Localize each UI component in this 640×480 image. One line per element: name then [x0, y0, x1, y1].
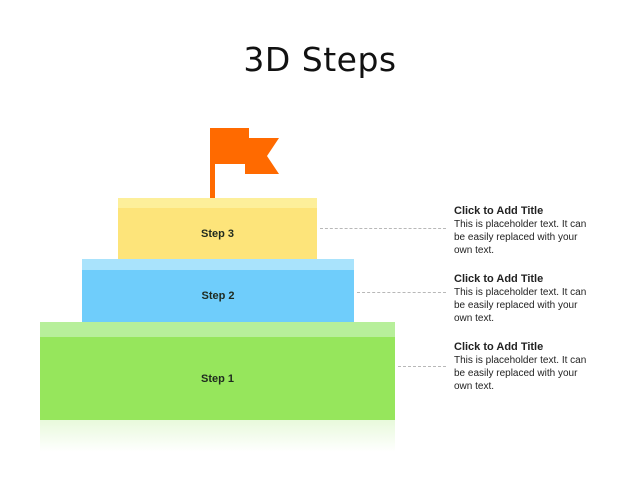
connector-step-2: [357, 292, 446, 293]
callout-step-1-title[interactable]: Click to Add Title: [454, 341, 544, 353]
callout-step-1-line-2: be easily replaced with your: [454, 368, 578, 379]
callout-step-1[interactable]: Click to Add Title This is placeholder t…: [454, 340, 604, 393]
callout-step-1-body[interactable]: This is placeholder text. It can be easi…: [454, 354, 604, 393]
step-1-front-face: Step 1: [40, 337, 395, 420]
step-1-label: Step 1: [200, 372, 234, 385]
step-2-front-face: Step 2: [82, 270, 354, 322]
flag-cloth: [210, 128, 279, 174]
flag-pole: [210, 144, 215, 206]
callout-step-3[interactable]: Click to Add Title This is placeholder t…: [454, 204, 604, 257]
callout-step-3-line-1: This is placeholder text. It can: [454, 219, 587, 230]
callout-step-2-body[interactable]: This is placeholder text. It can be easi…: [454, 286, 604, 325]
callout-step-2[interactable]: Click to Add Title This is placeholder t…: [454, 272, 604, 325]
callout-step-2-line-2: be easily replaced with your: [454, 300, 578, 311]
callout-step-3-body[interactable]: This is placeholder text. It can be easi…: [454, 218, 604, 257]
step-3-label: Step 3: [200, 227, 234, 240]
flag-icon: [210, 128, 279, 206]
callout-step-2-line-3: own text.: [454, 313, 495, 324]
step-2-block: Step 2: [82, 259, 354, 324]
step-1-top-face: [40, 322, 395, 337]
step-3-block: Step 3: [118, 198, 317, 261]
slide-title: 3D Steps: [243, 40, 397, 79]
step-2-label: Step 2: [201, 290, 235, 302]
callout-step-3-line-3: own text.: [454, 245, 495, 256]
callout-step-2-line-1: This is placeholder text. It can: [454, 287, 587, 298]
callout-step-3-line-2: be easily replaced with your: [454, 232, 578, 243]
connector-step-1: [398, 366, 446, 367]
callout-step-3-title[interactable]: Click to Add Title: [454, 205, 544, 217]
step-2-top-face: [82, 259, 354, 270]
callout-step-1-line-3: own text.: [454, 381, 495, 392]
step-3-front-face: Step 3: [118, 208, 317, 259]
step-1-block: Step 1: [40, 322, 395, 420]
callout-step-1-line-1: This is placeholder text. It can: [454, 355, 587, 366]
step-3-top-face: [118, 198, 317, 208]
connector-step-3: [320, 228, 446, 229]
step-1-reflection: [40, 420, 395, 452]
callout-step-2-title[interactable]: Click to Add Title: [454, 273, 544, 285]
